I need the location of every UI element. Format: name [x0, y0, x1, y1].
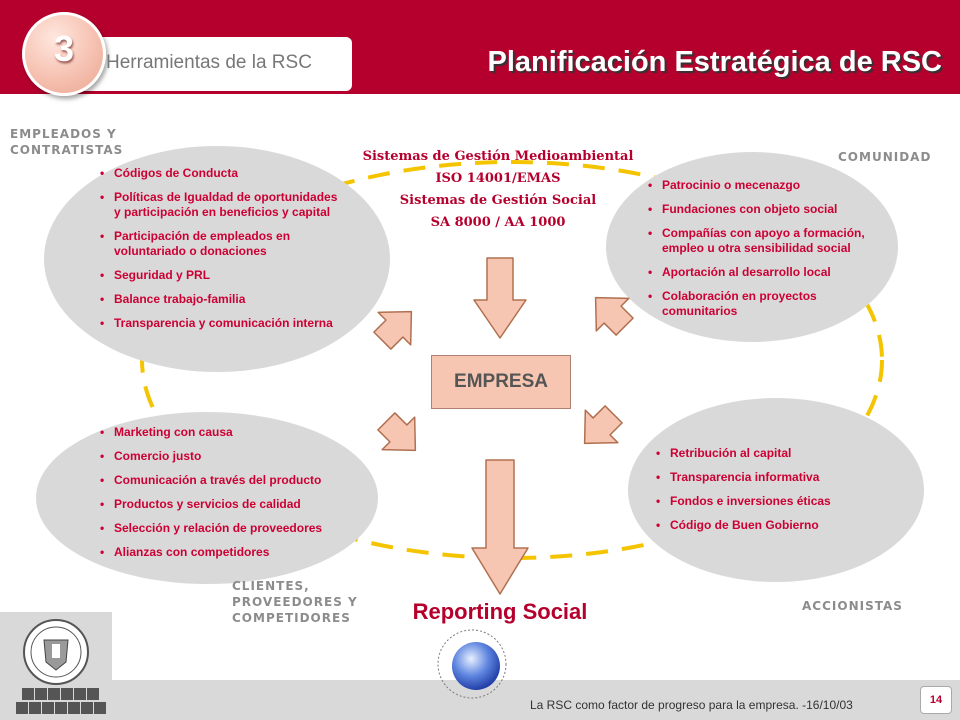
footer-text: La RSC como factor de progreso para la e…: [530, 698, 853, 712]
center-line-3: Sistemas de Gestión Social: [399, 193, 597, 208]
list-item: Participación de empleados en voluntaria…: [100, 229, 340, 259]
employees-list: Códigos de Conducta Políticas de Igualda…: [100, 166, 340, 340]
shareholders-blob: [628, 398, 924, 582]
list-item: Fondos e inversiones éticas: [656, 494, 886, 509]
employees-label-line2: CONTRATISTAS: [10, 143, 124, 157]
employees-label: EMPLEADOS Y CONTRATISTAS: [10, 126, 123, 158]
list-item: Aportación al desarrollo local: [648, 265, 888, 280]
bureau-veritas-wordmark-icon: [16, 688, 106, 714]
list-item: Colaboración en proyectos comunitarios: [648, 289, 888, 319]
bureau-veritas-logo-icon: [23, 619, 89, 685]
list-item: Marketing con causa: [100, 425, 360, 440]
list-item: Transparencia informativa: [656, 470, 886, 485]
shareholders-list: Retribución al capital Transparencia inf…: [656, 446, 886, 542]
list-item: Retribución al capital: [656, 446, 886, 461]
arrow-to-community: [594, 296, 634, 336]
clients-list: Marketing con causa Comercio justo Comun…: [100, 425, 360, 569]
clients-label-line2: PROVEEDORES Y: [232, 595, 358, 609]
list-item: Seguridad y PRL: [100, 268, 340, 283]
list-item: Código de Buen Gobierno: [656, 518, 886, 533]
center-line-4: SA 8000 / AA 1000: [430, 215, 566, 230]
section-label: Herramientas de la RSC: [106, 52, 312, 73]
section-number-badge: [22, 12, 106, 96]
section-tab: [66, 37, 352, 91]
arrow-to-employees: [373, 310, 413, 350]
list-item: Fundaciones con objeto social: [648, 202, 888, 217]
clients-label: CLIENTES, PROVEEDORES Y COMPETIDORES: [232, 578, 358, 626]
section-number: 3: [53, 28, 75, 69]
list-item: Códigos de Conducta: [100, 166, 340, 181]
globe-emblem-icon: [437, 629, 507, 699]
list-item: Políticas de Igualdad de oportunidades y…: [100, 190, 340, 220]
arrow-to-shareholders: [583, 405, 623, 445]
list-item: Productos y servicios de calidad: [100, 497, 360, 512]
arrow-down-top: [473, 257, 527, 339]
empresa-box: EMPRESA: [431, 355, 571, 409]
clients-label-line1: CLIENTES,: [232, 579, 310, 593]
clients-label-line3: COMPETIDORES: [232, 611, 351, 625]
page-number: 14: [920, 686, 952, 714]
reporting-social-label: Reporting Social: [412, 599, 588, 624]
arrow-down-reporting: [471, 459, 529, 595]
shareholders-label: ACCIONISTAS: [802, 599, 903, 613]
list-item: Transparencia y comunicación interna: [100, 316, 340, 331]
community-list: Patrocinio o mecenazgo Fundaciones con o…: [648, 178, 888, 328]
employees-blob: [44, 146, 390, 372]
list-item: Patrocinio o mecenazgo: [648, 178, 888, 193]
list-item: Balance trabajo-familia: [100, 292, 340, 307]
list-item: Compañías con apoyo a formación, empleo …: [648, 226, 888, 256]
community-label: COMUNIDAD: [838, 150, 932, 164]
center-line-2: ISO 14001/EMAS: [435, 171, 561, 186]
management-systems-text: Sistemas de Gestión Medioambiental ISO 1…: [328, 146, 668, 234]
list-item: Selección y relación de proveedores: [100, 521, 360, 536]
arrow-to-clients: [377, 412, 417, 452]
center-line-1: Sistemas de Gestión Medioambiental: [362, 149, 634, 164]
list-item: Alianzas con competidores: [100, 545, 360, 560]
list-item: Comunicación a través del producto: [100, 473, 360, 488]
employees-label-line1: EMPLEADOS Y: [10, 127, 117, 141]
page-title: Planificación Estratégica de RSC: [487, 46, 942, 78]
list-item: Comercio justo: [100, 449, 360, 464]
